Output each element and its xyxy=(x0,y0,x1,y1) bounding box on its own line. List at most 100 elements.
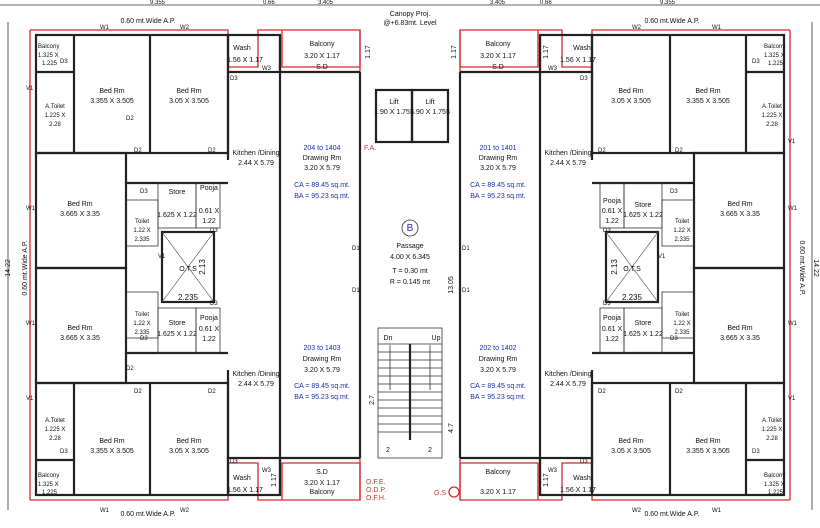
tag-d3-store-bl: D3 xyxy=(140,336,148,342)
tag-w3-br: W3 xyxy=(548,468,558,474)
br-balcony-size: 1.325 X xyxy=(764,482,785,488)
tag-d3-wash-br: D3 xyxy=(580,459,588,465)
bl-toilet-size: 1.22 X xyxy=(133,321,150,327)
tag-w1-bl: W1 xyxy=(100,508,110,514)
br-atoilet-size: 1.225 X xyxy=(762,427,783,433)
side-labels: 14.22 0.60 mt.Wide A.P. 0.60 mt.Wide A.P… xyxy=(5,22,819,510)
right-ap-label: 0.60 mt.Wide A.P. xyxy=(798,240,805,295)
bl-wash-size: 1.56 X 1.17 xyxy=(227,487,263,494)
tr-store-size: 1.625 X 1.22 xyxy=(623,212,663,219)
bl-bed1-name: Bed Rm xyxy=(99,438,124,445)
tag-w1-br: W1 xyxy=(712,508,722,514)
tag-d3-store-tr: D3 xyxy=(670,189,678,195)
flat-bl-room: Drawing Rm xyxy=(303,356,342,363)
br-toilet-size: 1.22 X xyxy=(673,321,690,327)
flat-tr-size: 3.20 X 5.79 xyxy=(480,165,516,172)
ap-top-right: 0.60 mt.Wide A.P. xyxy=(644,18,699,25)
opening-tags: W1 W2 W1 W2 W2 W1 W2 W1 W3 W3 W3 W3 W1 W… xyxy=(26,25,798,514)
br-balcony-size2: 1.225 xyxy=(768,490,784,496)
stair-side-dim: 4.7 xyxy=(448,423,455,433)
ots-right-w: 2.235 xyxy=(622,293,643,302)
mid-tr-balcony-dim2: 1.17 xyxy=(543,45,550,59)
bl-atoilet-name: A.Toilet xyxy=(45,418,65,424)
ots-right-h: 2.13 xyxy=(610,259,619,275)
passage-name: Passage xyxy=(396,243,423,250)
core-labels: Balcony 3.20 X 1.17 S.D Balcony 3.20 X 1… xyxy=(271,41,550,502)
flat-tr: 201 to 1401 Drawing Rm 3.20 X 5.79 CA = … xyxy=(470,145,526,200)
bl-pooja-name: Pooja xyxy=(200,315,218,322)
tl-kitchen-size: 2.44 X 5.79 xyxy=(238,160,274,167)
tl-kitchen-name: Kitchen /Dining xyxy=(232,150,279,157)
stair-width-1: 2 xyxy=(386,447,390,454)
bl-store-size: 1.625 X 1.22 xyxy=(157,331,197,338)
tl-bed2-size: 3.05 X 3.505 xyxy=(169,98,209,105)
ap-bottom-right: 0.60 mt.Wide A.P. xyxy=(644,511,699,518)
tl-wash-name: Wash xyxy=(233,45,251,52)
tl-pooja-size: 0.61 X xyxy=(199,208,220,215)
tag-d3-pooja-bl: D3 xyxy=(210,301,218,307)
passage-size: 4.00 X 6.345 xyxy=(390,254,430,261)
flat-bl-ca: CA = 89.45 sq.mt. xyxy=(294,383,350,390)
stair-width-2: 2 xyxy=(428,447,432,454)
walls-right xyxy=(458,33,786,497)
tr-bed1-size: 3.355 X 3.505 xyxy=(686,98,730,105)
tl-bed1-size: 3.355 X 3.505 xyxy=(90,98,134,105)
tag-d3-wash-bl: D3 xyxy=(230,459,238,465)
tag-d3-store-tl: D3 xyxy=(140,189,148,195)
ots-left-h: 2.13 xyxy=(198,259,207,275)
tl-atoilet-size2: 2.28 xyxy=(49,122,61,128)
br-kitchen-name: Kitchen /Dining xyxy=(544,371,591,378)
bl-bed3-name: Bed Rm xyxy=(67,325,92,332)
tr-wash-name: Wash xyxy=(573,45,591,52)
mid-bl-balcony-size: 3.20 X 1.17 xyxy=(304,480,340,487)
bl-kitchen-name: Kitchen /Dining xyxy=(232,371,279,378)
radius-label: R = 0.145 mt xyxy=(390,279,430,286)
tag-w1-tl: W1 xyxy=(100,25,110,31)
bl-atoilet-size2: 2.28 xyxy=(49,436,61,442)
bl-wash-name: Wash xyxy=(233,475,251,482)
tag-d2-br: D2 xyxy=(598,389,606,395)
tag-d1-l1: D1 xyxy=(352,246,360,252)
tag-w3-bl: W3 xyxy=(262,468,272,474)
flat-br: 202 to 1402 Drawing Rm 3.20 X 5.79 CA = … xyxy=(470,345,526,401)
tag-d3-pooja-br: D3 xyxy=(603,301,611,307)
tr-atoilet-name: A.Toilet xyxy=(762,104,782,110)
mid-tr-sd: S.D xyxy=(492,64,504,71)
left-height-dim: 14.22 xyxy=(5,259,12,277)
mid-br-balcony-size: 3.20 X 1.17 xyxy=(480,489,516,496)
tl-toilet-name: Toilet xyxy=(135,219,149,225)
ofh-label: O.F.H. xyxy=(366,495,386,502)
br-bed1-size: 3.355 X 3.505 xyxy=(686,448,730,455)
tr-kitchen-name: Kitchen /Dining xyxy=(544,150,591,157)
tag-d1-r1: D1 xyxy=(462,246,470,252)
tag-w2-br: W2 xyxy=(632,508,642,514)
bl-store-name: Store xyxy=(169,320,186,327)
unit-bottom-right: Bed Rm 3.665 X 3.35 Toilet 1.22 X 2.335 … xyxy=(544,312,785,496)
bl-pooja-size: 0.61 X xyxy=(199,326,220,333)
tr-store-name: Store xyxy=(635,202,652,209)
tag-d2-bot-mid: D2 xyxy=(126,366,134,372)
tr-pooja-size2: 1.22 xyxy=(605,218,619,225)
lift1-size: 1.90 X 1.755 xyxy=(374,109,414,116)
right-height-dim: 14.22 xyxy=(812,259,819,277)
tl-bed3-size: 3.665 X 3.35 xyxy=(60,211,100,218)
br-balcony-name: Balcony xyxy=(764,473,785,479)
dim-top-small-right: 0.66 xyxy=(540,0,552,6)
tl-store-size: 1.625 X 1.22 xyxy=(157,212,197,219)
mid-tr-balcony-name: Balcony xyxy=(486,41,511,48)
flat-tl-ca: CA = 89.45 sq.mt. xyxy=(294,182,350,189)
bl-bed2-name: Bed Rm xyxy=(176,438,201,445)
tr-pooja-size: 0.61 X xyxy=(602,208,623,215)
canopy-label-2: @+6.83mt. Level xyxy=(383,20,437,27)
bl-balcony-size2: 1.225 xyxy=(42,490,58,496)
br-pooja-size: 0.61 X xyxy=(602,326,623,333)
br-pooja-name: Pooja xyxy=(603,315,621,322)
tr-balcony-name: Balcony xyxy=(764,44,785,50)
tag-d1-r2: D1 xyxy=(462,288,470,294)
unit-b-marker xyxy=(401,219,419,237)
br-atoilet-size2: 2.28 xyxy=(766,436,778,442)
flat-tl-size: 3.20 X 5.79 xyxy=(304,165,340,172)
flat-tl-room: Drawing Rm xyxy=(303,155,342,162)
tag-w2-tl: W2 xyxy=(180,25,190,31)
gas-supply-label: G.S xyxy=(434,490,446,497)
